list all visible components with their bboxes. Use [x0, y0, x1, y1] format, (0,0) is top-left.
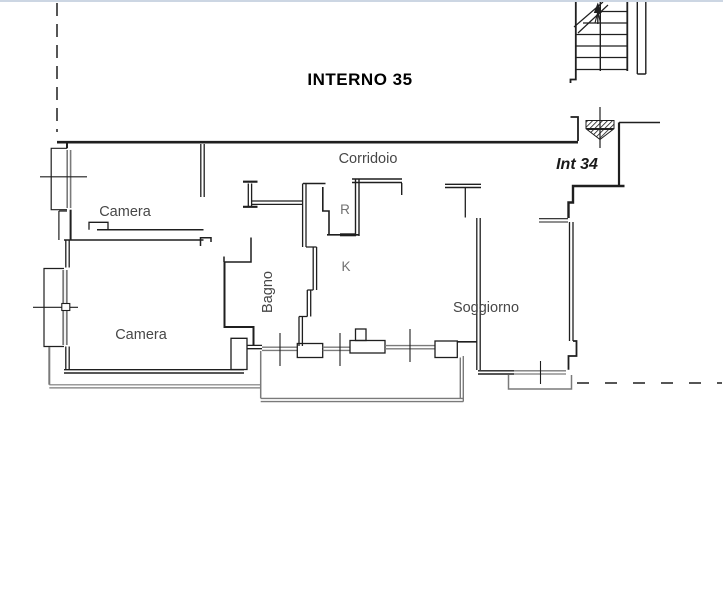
south-windows	[262, 328, 477, 366]
window-icon-kitchen	[322, 333, 350, 366]
soggiorno-walls	[401, 183, 514, 375]
window-icon-camera-bottom	[33, 240, 78, 370]
ripostiglio-walls	[301, 178, 402, 237]
label-camera-top: Camera	[99, 204, 152, 220]
bagno-walls	[223, 204, 318, 371]
label-int34: Int 34	[556, 156, 598, 173]
dashed-boundary-lines	[56, 3, 722, 384]
window-top-edge	[0, 0, 723, 2]
label-corridoio: Corridoio	[339, 151, 398, 167]
window-icon-soggiorno-sw	[385, 329, 435, 362]
label-ripostiglio: R	[340, 202, 350, 217]
camera-top-walls	[64, 144, 212, 246]
staircase-icon	[569, 1, 647, 83]
window-icon-soggiorno	[507, 361, 573, 390]
window-icon-camera-top	[40, 142, 87, 240]
plan-title: INTERNO 35	[307, 70, 412, 89]
label-camera-bottom: Camera	[115, 327, 168, 343]
label-soggiorno: Soggiorno	[453, 300, 519, 316]
window-icon-bagno	[262, 333, 297, 366]
balcony	[259, 351, 464, 403]
up-arrow-icon	[593, 2, 602, 24]
int34-walls	[539, 121, 660, 370]
camera-bottom-walls	[48, 347, 261, 389]
plan-labels: INTERNO 35 Corridoio Int 34 Camera Camer…	[99, 70, 598, 343]
corridor-lower-walls	[243, 180, 303, 208]
entrance-door-icon	[585, 107, 615, 148]
label-cucina: K	[341, 259, 350, 274]
label-bagno: Bagno	[260, 271, 276, 313]
corridor-walls	[57, 116, 579, 144]
